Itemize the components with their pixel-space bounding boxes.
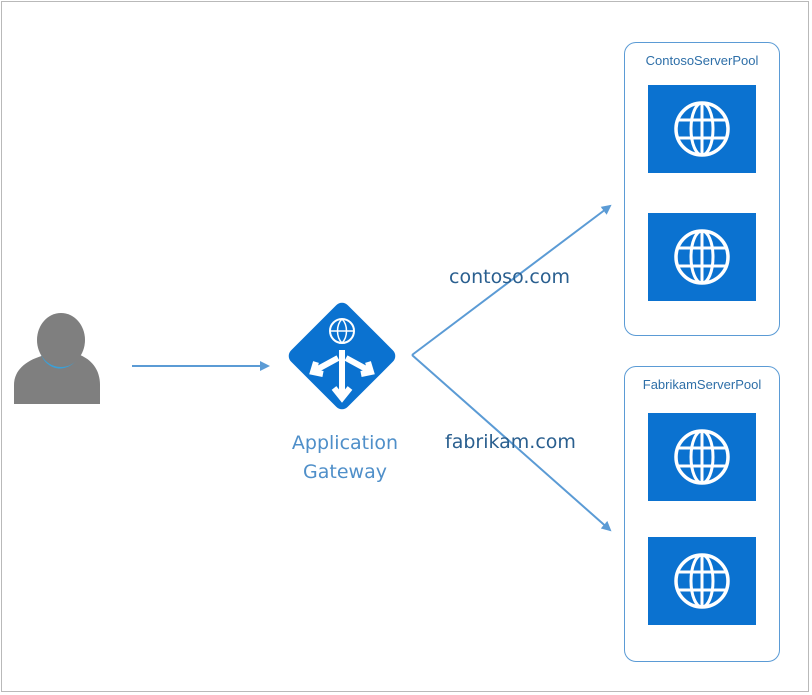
globe-icon [674, 229, 730, 285]
pool-title: FabrikamServerPool [642, 377, 762, 392]
fabrikam-route-arrow [411, 354, 612, 532]
gateway-label-line2: Gateway [303, 461, 387, 483]
pool-title: ContosoServerPool [645, 53, 759, 68]
route-label-fabrikam: fabrikam.com [445, 431, 576, 453]
route-label-contoso: contoso.com [449, 266, 570, 288]
contoso-route-arrow [411, 204, 612, 356]
globe-icon [674, 553, 730, 609]
globe-icon [674, 101, 730, 157]
server-tile [648, 537, 756, 625]
server-tile [648, 413, 756, 501]
server-tile [648, 85, 756, 173]
gateway-label-line1: Application [291, 432, 399, 454]
fabrikam-server-pool: FabrikamServerPool [624, 366, 780, 662]
contoso-server-pool: ContosoServerPool [624, 42, 780, 336]
globe-icon [674, 429, 730, 485]
server-tile [648, 213, 756, 301]
